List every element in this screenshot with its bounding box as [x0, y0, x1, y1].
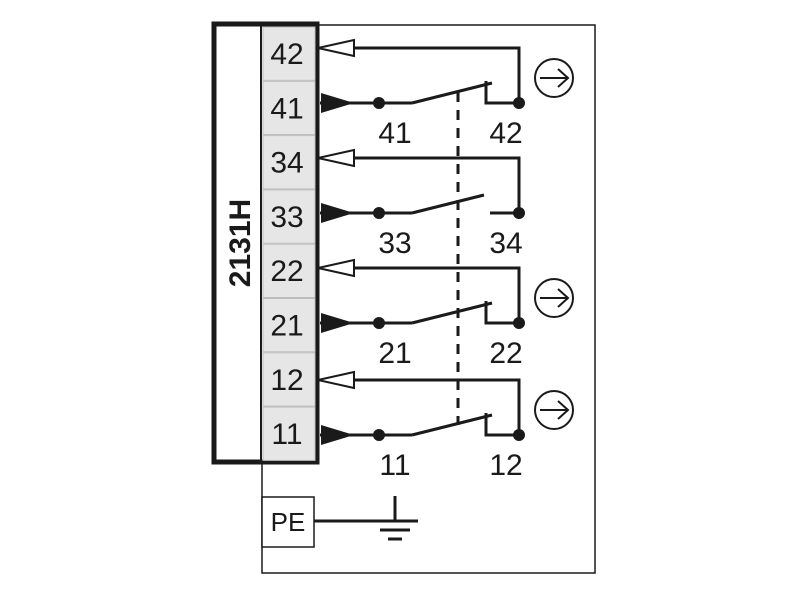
- arrow-in-circle-icon: [534, 390, 574, 430]
- terminal-label: 41: [270, 92, 303, 125]
- pe-box: [261, 496, 315, 548]
- contact-label-out: 12: [489, 449, 522, 482]
- contact-node-in: [373, 429, 385, 441]
- arrow-in-circle-icon: [534, 58, 574, 98]
- terminal-cell: [262, 298, 316, 353]
- contact-node-in: [373, 97, 385, 109]
- contact-label-in: 41: [378, 117, 411, 150]
- pe-terminal: PE: [261, 496, 418, 548]
- contact-label-out: 34: [489, 227, 522, 260]
- open-arrow-icon: [317, 370, 355, 390]
- contact-label-in: 33: [378, 227, 411, 260]
- contact-21-22: 21 22: [317, 258, 574, 370]
- terminal-cell: [262, 80, 316, 136]
- switch-blade: [411, 193, 485, 215]
- open-arrow-icon: [317, 38, 355, 58]
- terminal-label: 33: [270, 201, 303, 234]
- terminal-block: 2131H 42 41 34 33 22 21 12 11: [211, 21, 320, 465]
- contact-label-out: 42: [489, 117, 522, 150]
- ground-icon: [372, 496, 418, 541]
- filled-arrow-icon: [321, 425, 354, 445]
- terminal-cell: [262, 26, 316, 81]
- contact-circuits: 41 42 33 34 21 22 11 12: [317, 38, 574, 482]
- arrow-in-circle-icon: [534, 278, 574, 318]
- terminal-label: 21: [270, 310, 303, 343]
- terminal-label: 34: [270, 147, 303, 180]
- open-arrow-icon: [317, 258, 355, 278]
- nc-stop: [484, 81, 519, 105]
- terminal-label: 22: [270, 255, 303, 288]
- contact-33-34: 33 34: [317, 148, 525, 260]
- filled-arrow-icon: [321, 313, 354, 333]
- output-wire: [318, 156, 521, 213]
- contact-11-12: 11 12: [317, 370, 574, 482]
- contact-node-in: [373, 207, 385, 219]
- output-wire: [318, 266, 521, 323]
- switch-blade: [411, 301, 493, 325]
- terminal-cell: [262, 243, 316, 298]
- nc-stop: [484, 301, 519, 325]
- terminal-cell: [262, 352, 316, 407]
- switch-blade: [411, 413, 493, 437]
- terminal-cell: [262, 135, 316, 190]
- filled-arrow-icon: [321, 93, 354, 113]
- terminal-cell: [262, 189, 316, 244]
- open-arrow-icon: [317, 148, 355, 168]
- contact-label-in: 21: [378, 337, 411, 370]
- terminal-cell: [262, 406, 316, 461]
- contact-41-42: 41 42: [317, 38, 574, 150]
- pe-label: PE: [271, 507, 306, 537]
- switch-blade: [411, 81, 493, 105]
- terminal-label: 42: [270, 38, 303, 71]
- contact-label-out: 22: [489, 337, 522, 370]
- terminal-label: 11: [271, 418, 302, 451]
- filled-arrow-icon: [321, 203, 354, 223]
- terminal-cells: 42 41 34 33 22 21 12 11: [262, 26, 316, 461]
- nc-stop: [484, 413, 519, 437]
- contact-label-in: 11: [379, 449, 410, 482]
- output-wire: [318, 378, 521, 435]
- contact-node-in: [373, 317, 385, 329]
- device-model-label: 2131H: [224, 199, 257, 287]
- output-wire: [318, 46, 521, 103]
- terminal-label: 12: [270, 364, 303, 397]
